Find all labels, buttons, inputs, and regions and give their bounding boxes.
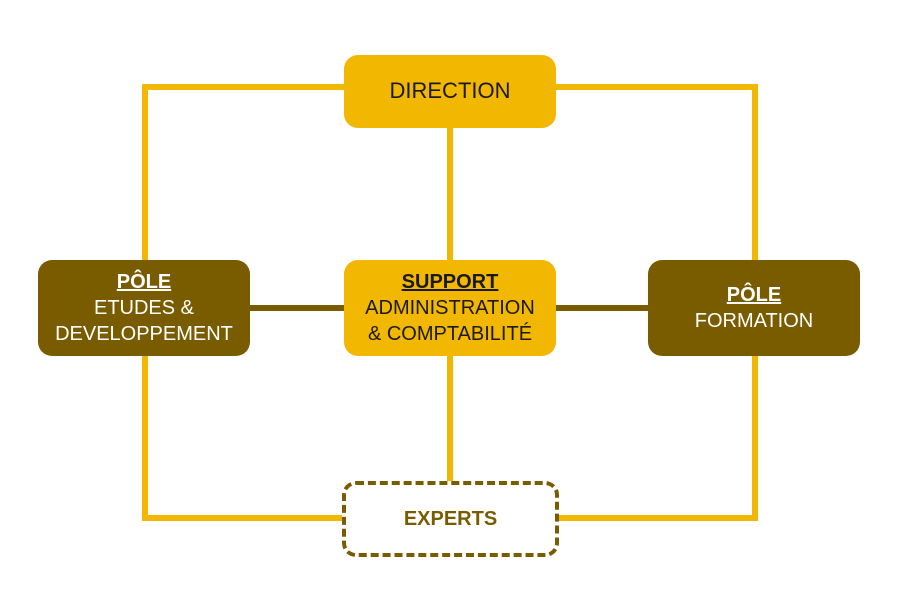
support-line-1: ADMINISTRATION	[365, 297, 535, 319]
support-box: SUPPORT ADMINISTRATION & COMPTABILITÉ	[344, 260, 556, 356]
pole-etudes-line-2: DEVELOPPEMENT	[55, 323, 233, 345]
pole-etudes-box: PÔLE ETUDES & DEVELOPPEMENT	[38, 260, 250, 356]
connector-direction-to-etudes	[142, 84, 344, 260]
connector-formation-to-experts	[559, 356, 758, 521]
support-heading: SUPPORT	[401, 271, 499, 293]
connector-etudes-to-experts	[142, 356, 342, 521]
direction-label: DIRECTION	[389, 78, 511, 104]
pole-formation-box: PÔLE FORMATION	[648, 260, 860, 356]
connector-direction-to-formation	[556, 84, 758, 260]
experts-box: EXPERTS	[342, 481, 559, 557]
support-line-2: & COMPTABILITÉ	[367, 323, 533, 345]
direction-box: DIRECTION	[344, 55, 556, 128]
pole-formation-line-1: FORMATION	[694, 310, 814, 332]
experts-label: EXPERTS	[403, 508, 498, 530]
pole-etudes-heading: PÔLE	[116, 271, 172, 293]
pole-formation-heading: PÔLE	[726, 284, 782, 306]
pole-etudes-line-1: ETUDES &	[93, 297, 195, 319]
